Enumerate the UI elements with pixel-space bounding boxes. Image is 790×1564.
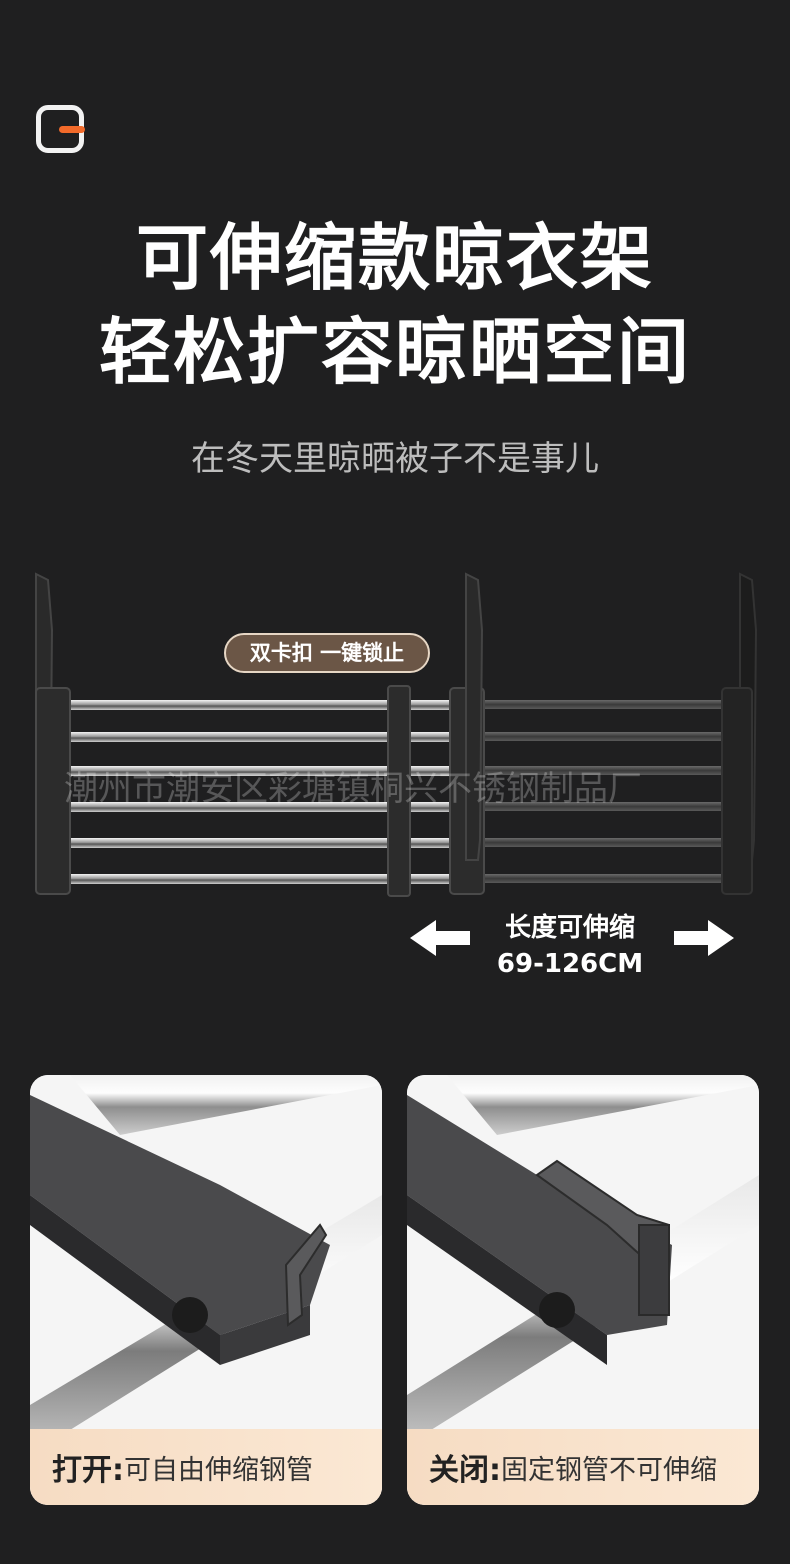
arrow-right-icon bbox=[674, 920, 734, 956]
watermark-text: 潮州市潮安区彩塘镇桐兴不锈钢制品厂 bbox=[64, 769, 642, 809]
closed-label: 关闭: bbox=[429, 1453, 501, 1488]
headline-line-2: 轻松扩容晾晒空间 bbox=[98, 310, 691, 394]
subtitle: 在冬天里晾晒被子不是事儿 bbox=[191, 439, 599, 479]
telescopic-rack-illustration bbox=[35, 572, 758, 897]
open-label: 打开: bbox=[52, 1453, 124, 1488]
closed-buckle-caption: 关闭: 固定钢管不可伸缩 bbox=[407, 1429, 759, 1505]
headline-line-1: 可伸缩款晾衣架 bbox=[135, 216, 654, 300]
length-adjustable-label: 长度可伸缩 69-126CM bbox=[470, 910, 670, 982]
open-description: 可自由伸缩钢管 bbox=[124, 1454, 313, 1486]
closed-description: 固定钢管不可伸缩 bbox=[501, 1454, 717, 1486]
arrow-left-icon bbox=[410, 920, 470, 956]
brand-logo-icon bbox=[36, 105, 85, 153]
open-buckle-caption: 打开: 可自由伸缩钢管 bbox=[30, 1429, 382, 1505]
open-buckle-card: 打开: 可自由伸缩钢管 bbox=[30, 1075, 382, 1505]
double-buckle-badge: 双卡扣 一键锁止 bbox=[224, 633, 430, 673]
length-title: 长度可伸缩 bbox=[504, 913, 635, 943]
closed-buckle-card: 关闭: 固定钢管不可伸缩 bbox=[407, 1075, 759, 1505]
length-range: 69-126CM bbox=[496, 949, 644, 979]
